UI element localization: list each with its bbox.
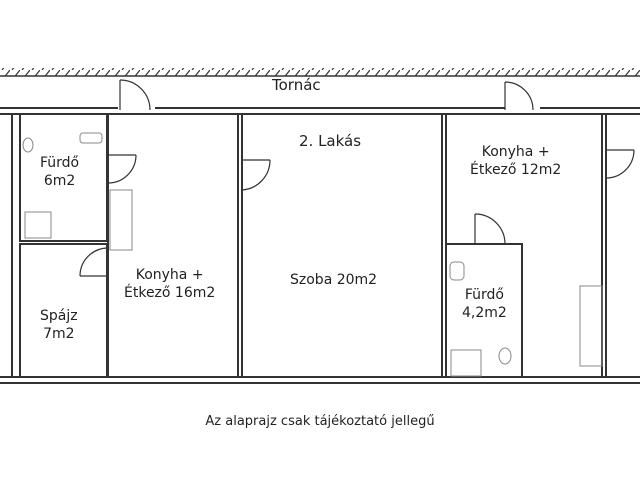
apartment-label: 2. Lakás [299,132,362,150]
room-kitchen-right-label: Konyha + Étkező 12m2 [470,144,562,178]
porch-doors [119,79,534,111]
porch-label: Tornác [272,76,321,94]
shower-icon [24,211,52,239]
interior-doors [79,149,635,277]
toilet-right-icon [449,261,465,281]
room-kitchen-left-label: Konyha + Étkező 16m2 [124,267,216,301]
sink-icon [79,132,103,144]
room-bathroom-right-label: Fürdő 4,2m2 [462,287,507,321]
sink-right-icon [498,347,512,365]
outer-wall-hatch [0,68,640,76]
room-main-label: Szoba 20m2 [290,272,378,288]
counter-right-icon [579,285,603,367]
room-walls [11,113,607,378]
room-pantry-label: Spájz 7m2 [40,308,78,342]
toilet-icon [22,137,34,153]
fixtures [22,132,603,377]
disclaimer-note: Az alaprajz csak tájékoztató jellegű [205,414,435,429]
shower-right-icon [450,349,482,377]
room-bathroom-left-label: Fürdő 6m2 [40,155,80,189]
counter-icon [109,189,133,251]
